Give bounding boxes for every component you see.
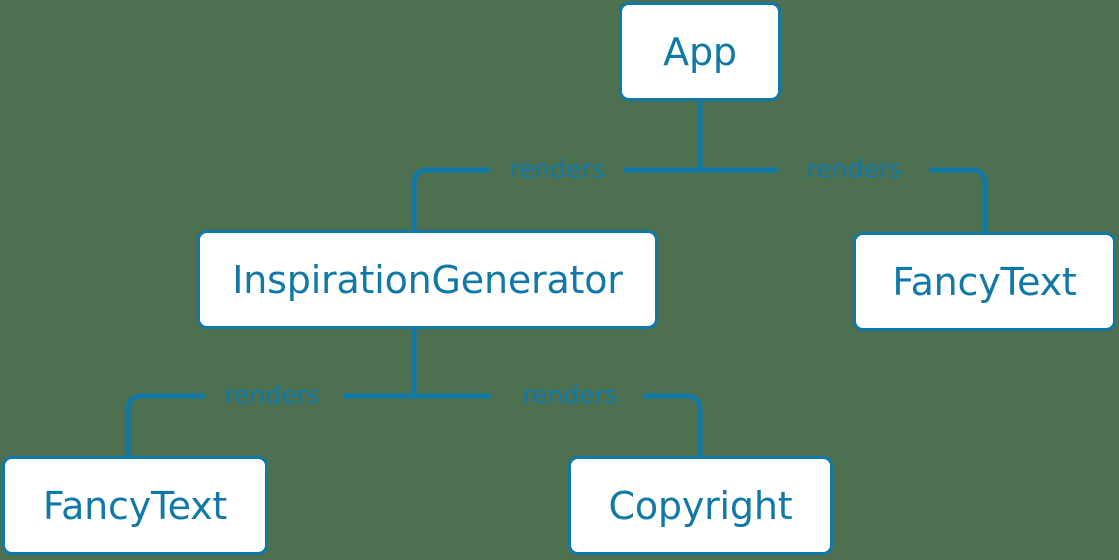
node-fancytext-left[interactable]: FancyText xyxy=(2,456,268,555)
node-inspirationgenerator-label: InspirationGenerator xyxy=(232,257,623,302)
node-app[interactable]: App xyxy=(619,2,781,101)
node-inspirationgenerator[interactable]: InspirationGenerator xyxy=(197,230,658,329)
edge-label-app-to-inspirationgenerator: renders xyxy=(509,154,605,184)
edge-label-app-to-fancytext: renders xyxy=(806,154,902,184)
node-fancytext-right[interactable]: FancyText xyxy=(853,232,1116,331)
node-copyright-label: Copyright xyxy=(608,483,793,528)
node-fancytext-left-label: FancyText xyxy=(42,483,228,528)
edge-label-inspirationgenerator-to-fancytext: renders xyxy=(224,380,320,410)
node-app-label: App xyxy=(663,29,737,74)
edge-label-inspirationgenerator-to-copyright: renders xyxy=(522,380,618,410)
node-fancytext-right-label: FancyText xyxy=(892,259,1077,304)
node-copyright[interactable]: Copyright xyxy=(568,456,833,555)
